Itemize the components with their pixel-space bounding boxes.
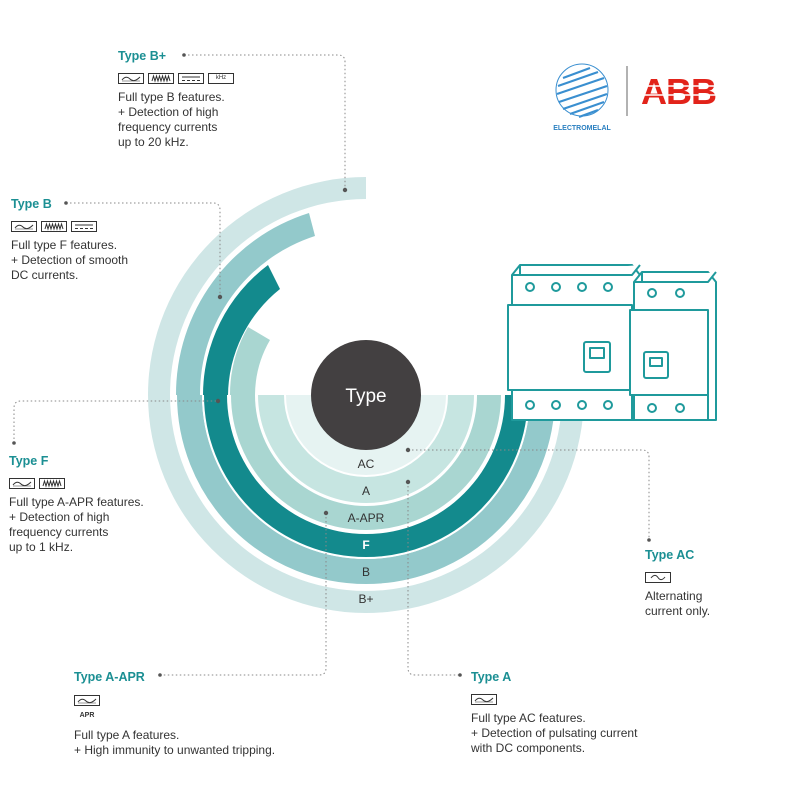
type-aapr-block: Type A-APR APR Full type A features. + H… [74,670,275,758]
high-frequency-wave-icon [148,72,174,84]
type-bplus-line-3: frequency currents [118,120,218,134]
type-f-block: Type F Full type A-APR features. + Detec… [9,454,144,555]
pulsating-wave-icon [9,477,35,489]
ring-bplus [148,177,584,613]
type-aapr-line-1: Full type A features. [74,728,180,742]
smooth-dc-icon [178,72,204,84]
type-b-line-3: DC currents. [11,268,79,282]
ring-ac [285,395,447,476]
ac-sine-wave-icon [645,571,671,583]
pulsating-wave-icon [11,220,37,232]
type-ac-line-1: Alternating [645,589,703,603]
type-a-block: Type A Full type AC features. + Detectio… [471,670,637,756]
type-ac-title: Type AC [645,548,695,562]
type-bplus-line-2: + Detection of high [118,105,219,119]
type-bplus-title: Type B+ [118,49,167,63]
type-aapr-title: Type A-APR [74,670,145,684]
type-b-block: Type B Full type F features. + Detection… [11,197,128,283]
type-a-line-1: Full type AC features. [471,711,586,725]
type-aapr-line-2: + High immunity to unwanted tripping. [74,743,276,757]
type-a-icons [471,693,637,705]
type-f-icons [9,477,144,489]
electromelal-logo: ELECTROMELAL [553,63,611,132]
type-a-line-3: with DC components. [471,741,586,755]
ring-label-b: B [362,565,370,579]
ring-a [257,395,475,504]
type-ac-block: Type AC Alternating current only. [645,548,710,619]
type-f-line-1: Full type A-APR features. [9,495,144,509]
ring-aapr [229,327,502,531]
ring-label-bplus: B+ [358,592,373,606]
pulsating-wave-icon [471,693,497,705]
type-a-title: Type A [471,670,512,684]
type-bplus-line-1: Full type B features. [118,90,225,104]
center-label: Type [345,386,386,407]
type-aapr-icons: APR [74,693,100,720]
ring-label-ac: AC [358,457,375,471]
ring-label-aapr: A-APR [348,511,385,525]
type-bplus-line-4: up to 20 kHz. [118,135,189,149]
high-frequency-wave-icon [41,220,67,232]
type-b-line-1: Full type F features. [11,238,118,252]
type-ac-icons [645,571,710,583]
type-ac-line-2: current only. [645,604,711,618]
ring-label-f: F [362,538,369,552]
type-bplus-icons: kHz [118,72,234,84]
type-f-line-2: + Detection of high [9,510,110,524]
abb-logo: ABB [641,71,716,112]
pulsating-wave-icon [74,695,100,706]
electromelal-caption: ELECTROMELAL [553,125,611,132]
leader-lines [13,54,650,676]
type-f-line-4: up to 1 kHz. [9,540,74,554]
smooth-dc-icon [71,220,97,232]
type-f-title: Type F [9,454,49,468]
circuit-breaker-illustration [507,264,717,421]
type-b-title: Type B [11,197,52,211]
type-bplus-block: Type B+ kHz Full type B features. + Dete… [118,49,234,150]
high-frequency-wave-icon [39,477,65,489]
khz-icon: kHz [208,72,234,84]
apr-icon-label: APR [79,712,95,719]
ring-b [175,213,556,585]
type-a-line-2: + Detection of pulsating current [471,726,638,740]
ring-label-a: A [362,484,370,498]
ring-f [203,265,529,558]
pulsating-wave-icon [118,72,144,84]
center-circle [311,340,421,450]
type-b-line-2: + Detection of smooth [11,253,129,267]
type-b-icons [11,220,128,232]
type-f-line-3: frequency currents [9,525,109,539]
